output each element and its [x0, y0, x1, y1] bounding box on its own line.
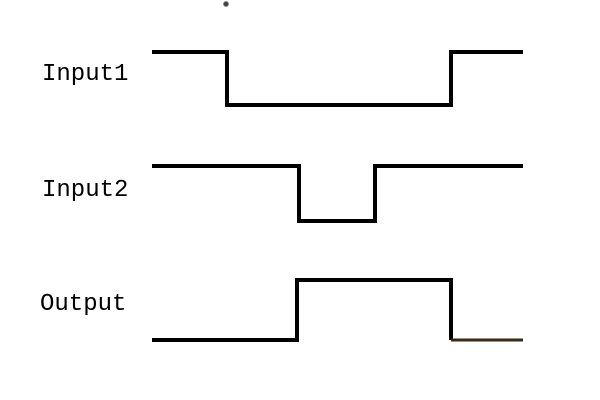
- signal-label-output: Output: [40, 291, 127, 318]
- waveform-output: [152, 278, 453, 342]
- signal-label-input2: Input2: [42, 177, 129, 204]
- signal-label-input1: Input1: [42, 61, 129, 88]
- waveform-input2: [152, 164, 523, 223]
- artifact-dot: [223, 1, 229, 7]
- waveform-input1: [152, 50, 523, 107]
